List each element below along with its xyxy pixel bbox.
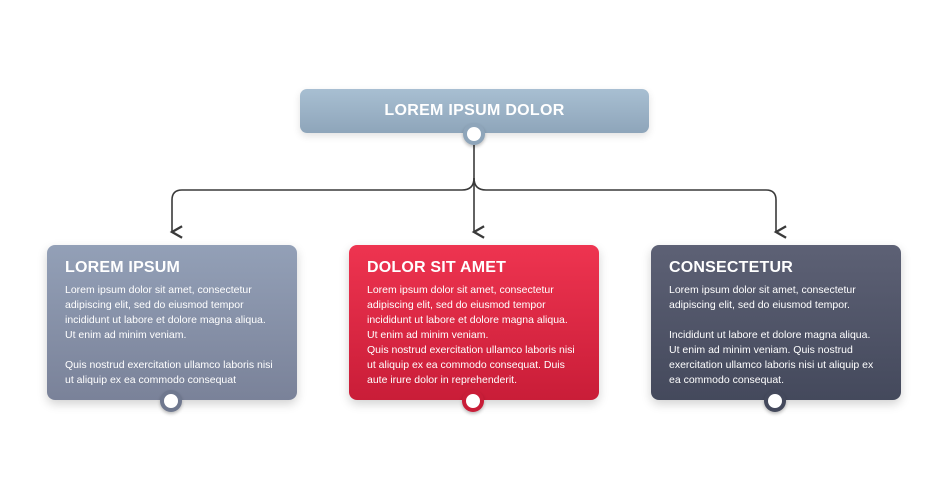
- card-paragraph: Quis nostrud exercitation ullamco labori…: [65, 359, 273, 386]
- connector-left: [169, 177, 475, 239]
- card-lorem-ipsum: LOREM IPSUM Lorem ipsum dolor sit amet, …: [47, 245, 297, 400]
- root-node-title: LOREM IPSUM DOLOR: [384, 102, 565, 119]
- card-body: Lorem ipsum dolor sit amet, consectetur …: [65, 283, 279, 388]
- card-title: CONSECTETUR: [669, 259, 793, 276]
- card-paragraph: Lorem ipsum dolor sit amet, consectetur …: [65, 284, 266, 341]
- card-title: DOLOR SIT AMET: [367, 259, 507, 276]
- connector-right: [473, 177, 787, 239]
- card-title: LOREM IPSUM: [65, 259, 181, 276]
- card-paragraph: Quis nostrud exercitation ullamco labori…: [367, 344, 575, 386]
- card-paragraph: Incididunt ut labore et dolore magna ali…: [669, 329, 874, 386]
- card-connector-dot: [462, 390, 484, 412]
- card-paragraph: Lorem ipsum dolor sit amet, consectetur …: [669, 284, 856, 311]
- card-consectetur: CONSECTETUR Lorem ipsum dolor sit amet, …: [651, 245, 901, 400]
- card-connector-dot: [160, 390, 182, 412]
- card-paragraph: Lorem ipsum dolor sit amet, consectetur …: [367, 284, 568, 341]
- card-body: Lorem ipsum dolor sit amet, consectetur …: [367, 283, 581, 388]
- card-dolor-sit-amet: DOLOR SIT AMET Lorem ipsum dolor sit ame…: [349, 245, 599, 400]
- root-connector-dot: [463, 123, 485, 145]
- card-connector-dot: [764, 390, 786, 412]
- card-body: Lorem ipsum dolor sit amet, consectetur …: [669, 283, 883, 388]
